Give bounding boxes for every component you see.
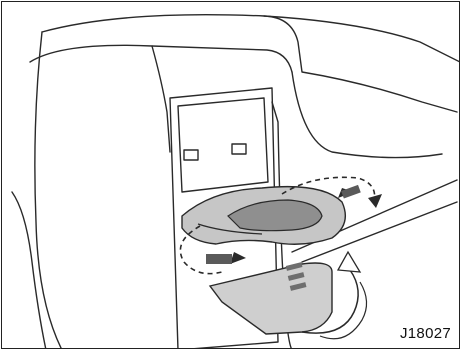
- panel-line: [264, 16, 460, 62]
- cup-holder-illustration: [2, 2, 460, 349]
- console-outline: [42, 15, 457, 112]
- clip-right: [232, 144, 246, 154]
- push-arrow-icon-left: [206, 252, 246, 264]
- console-top-edge: [30, 45, 292, 72]
- recess-inner: [178, 98, 268, 192]
- seat-curve: [12, 192, 46, 349]
- push-arrow-icon: [338, 185, 361, 199]
- clip-left: [184, 150, 198, 160]
- tray-base: [210, 263, 332, 334]
- armrest-edge: [152, 46, 170, 152]
- console-left-side: [35, 32, 62, 349]
- console-right-panel: [292, 72, 442, 158]
- figure-code: J18027: [400, 325, 451, 342]
